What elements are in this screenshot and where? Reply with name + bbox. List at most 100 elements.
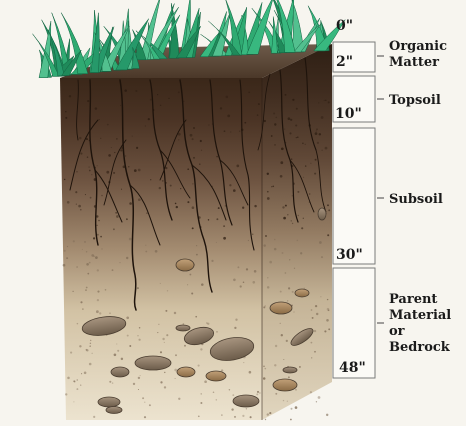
depth-label-48: 48" <box>339 360 366 376</box>
soil-speckle <box>139 327 141 329</box>
soil-speckle <box>73 401 74 402</box>
soil-speckle <box>216 156 218 158</box>
soil-speckle <box>318 396 321 399</box>
soil-speckle <box>252 234 253 235</box>
soil-speckle <box>97 269 99 271</box>
soil-speckle <box>73 240 75 242</box>
soil-speckle <box>285 205 287 207</box>
soil-speckle <box>76 388 78 390</box>
soil-speckle <box>291 220 292 221</box>
soil-speckle <box>274 123 276 125</box>
soil-speckle <box>146 212 148 214</box>
soil-speckle <box>196 245 197 246</box>
soil-speckle <box>319 241 322 244</box>
soil-speckle <box>244 122 246 124</box>
soil-speckle <box>274 144 276 146</box>
soil-speckle <box>296 108 298 110</box>
soil-speckle <box>86 349 88 351</box>
soil-speckle <box>201 283 204 286</box>
soil-speckle <box>82 308 83 309</box>
soil-speckle <box>138 339 140 341</box>
soil-speckle <box>119 262 120 263</box>
soil-speckle <box>65 111 66 112</box>
soil-speckle <box>160 283 161 284</box>
soil-speckle <box>111 147 112 148</box>
soil-speckle <box>97 291 99 293</box>
soil-speckle <box>108 154 111 157</box>
soil-speckle <box>287 401 288 402</box>
rock <box>318 208 326 220</box>
soil-speckle <box>85 289 87 291</box>
soil-speckle <box>116 344 117 345</box>
rock <box>233 395 259 407</box>
soil-speckle <box>140 375 141 376</box>
soil-speckle <box>160 105 161 106</box>
soil-speckle <box>200 348 202 350</box>
soil-speckle <box>77 323 79 325</box>
soil-speckle <box>175 378 176 379</box>
soil-speckle <box>206 322 208 324</box>
soil-speckle <box>295 389 297 391</box>
soil-speckle <box>101 195 103 197</box>
soil-speckle <box>318 102 319 103</box>
layer-label-subsoil: Subsoil <box>389 192 443 207</box>
soil-speckle <box>193 127 195 129</box>
soil-speckle <box>310 163 311 164</box>
soil-speckle <box>132 136 133 137</box>
soil-speckle <box>67 246 68 247</box>
soil-speckle <box>189 274 191 276</box>
soil-speckle <box>87 156 89 158</box>
soil-speckle <box>239 131 240 132</box>
soil-speckle <box>86 287 88 289</box>
soil-speckle <box>224 130 226 132</box>
soil-speckle <box>321 116 324 119</box>
soil-speckle <box>158 324 159 325</box>
soil-speckle <box>246 408 247 409</box>
soil-speckle <box>145 251 147 253</box>
soil-speckle <box>319 133 321 135</box>
soil-speckle <box>101 248 102 249</box>
soil-speckle <box>273 186 275 188</box>
soil-speckle <box>116 215 119 218</box>
depth-label-2: 2" <box>336 54 353 70</box>
soil-speckle <box>257 114 259 116</box>
soil-speckle <box>290 119 292 121</box>
soil-speckle <box>213 392 215 394</box>
soil-speckle <box>328 101 330 103</box>
soil-speckle <box>91 174 92 175</box>
soil-speckle <box>246 268 248 270</box>
soil-speckle <box>90 340 91 341</box>
soil-speckle <box>293 311 294 312</box>
soil-speckle <box>97 299 99 301</box>
soil-speckle <box>287 300 288 301</box>
soil-speckle <box>89 167 90 168</box>
soil-speckle <box>144 402 145 403</box>
soil-speckle <box>284 129 285 130</box>
soil-speckle <box>327 234 329 236</box>
soil-speckle <box>301 227 303 229</box>
soil-speckle <box>170 185 172 187</box>
soil-speckle <box>201 393 202 394</box>
soil-speckle <box>192 183 193 184</box>
soil-speckle <box>191 292 193 294</box>
soil-speckle <box>117 350 119 352</box>
soil-speckle <box>86 263 89 266</box>
soil-speckle <box>298 215 299 216</box>
soil-speckle <box>267 277 268 278</box>
soil-speckle <box>310 391 312 393</box>
soil-speckle <box>80 384 81 385</box>
soil-speckle <box>302 143 304 145</box>
soil-speckle <box>297 240 299 242</box>
soil-speckle <box>66 257 68 259</box>
soil-speckle <box>64 179 65 180</box>
soil-speckle <box>248 91 250 93</box>
soil-speckle <box>208 219 209 220</box>
soil-speckle <box>150 99 152 101</box>
soil-speckle <box>300 252 302 254</box>
soil-speckle <box>291 158 293 160</box>
soil-speckle <box>176 206 178 208</box>
soil-speckle <box>114 152 115 153</box>
soil-speckle <box>229 389 230 390</box>
soil-speckle <box>315 159 317 161</box>
soil-speckle <box>216 218 218 220</box>
